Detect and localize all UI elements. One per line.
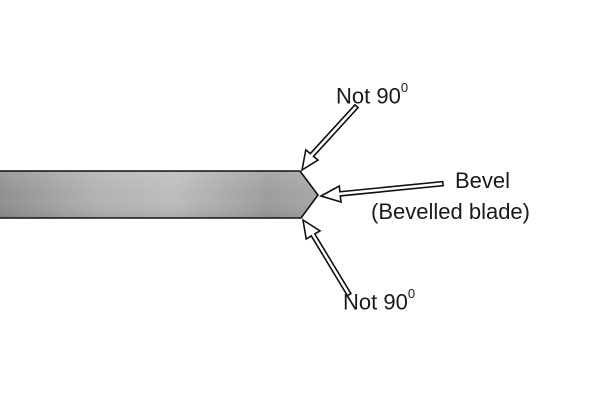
label-not-90-bottom-superscript: 0 (407, 286, 416, 301)
label-not-90-bottom: Not 900 (343, 287, 415, 315)
arrow-bevel-icon (318, 180, 444, 204)
label-not-90-bottom-text: Not 90 (343, 289, 408, 315)
arrow-top-corner-icon (300, 103, 360, 172)
label-not-90-top-text: Not 90 (336, 83, 401, 109)
arrow-bottom-corner-icon (301, 218, 352, 297)
label-not-90-top-superscript: 0 (400, 80, 409, 95)
label-bevel: Bevel (455, 168, 511, 193)
blade-shading (0, 172, 316, 217)
label-bevelled-blade: (Bevelled blade) (371, 199, 530, 224)
label-not-90-top: Not 900 (336, 81, 408, 109)
